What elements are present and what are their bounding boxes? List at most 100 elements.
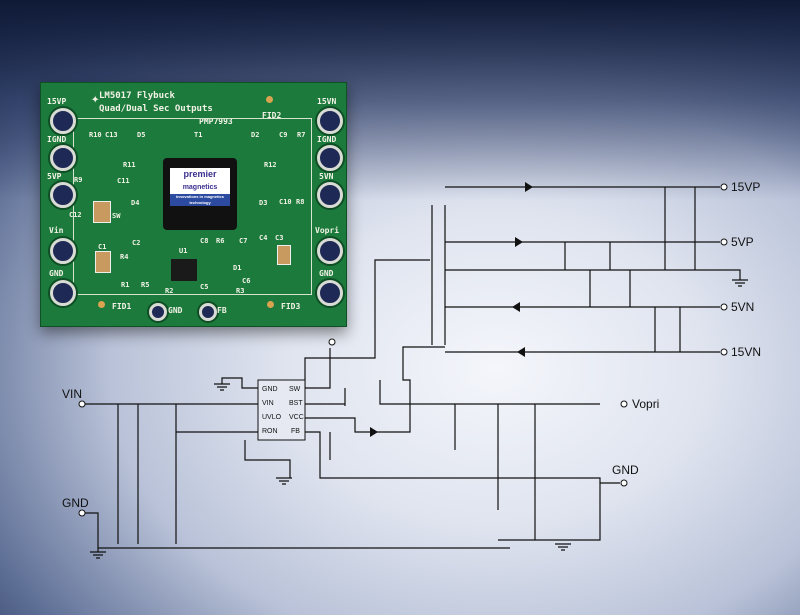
- cap-c1: [95, 251, 111, 273]
- refdes: C1: [98, 243, 107, 251]
- pin-label: SW: [289, 386, 301, 393]
- refdes: D3: [259, 199, 268, 207]
- output-label-15vn: 15VN: [731, 345, 761, 359]
- output-label-5vn: 5VN: [731, 300, 754, 314]
- refdes: SW: [112, 212, 121, 220]
- pad-label: 5VP: [47, 172, 62, 181]
- output-terminals: [78, 183, 728, 517]
- refdes: R11: [123, 161, 136, 169]
- refdes: C12: [69, 211, 82, 219]
- pad-15vn: [317, 108, 343, 134]
- fiducial: [266, 96, 273, 103]
- terminal-15vn: [720, 348, 728, 356]
- pad-label: 15VN: [317, 97, 337, 106]
- pad-label: Vin: [49, 226, 64, 235]
- terminal-vopri: [620, 400, 628, 408]
- refdes: R3: [236, 287, 245, 295]
- refdes: R8: [296, 198, 305, 206]
- terminal-sw: [328, 338, 336, 346]
- pad-label: FB: [217, 306, 227, 315]
- pad-fb: [199, 303, 217, 321]
- terminal-vin: [78, 400, 86, 408]
- refdes: R7: [297, 131, 306, 139]
- schematic-wires: [85, 186, 741, 552]
- pad-label: Vopri: [315, 226, 340, 235]
- refdes: R5: [141, 281, 150, 289]
- refdes: C2: [132, 239, 141, 247]
- refdes: D5: [137, 131, 146, 139]
- refdes: D2: [251, 131, 260, 139]
- logo-tagline: innovations in magnetics technology: [170, 194, 230, 206]
- refdes: C9: [279, 131, 288, 139]
- pad-vin: [50, 238, 76, 264]
- pad-label: 15VP: [47, 97, 67, 106]
- gnd-out-label: GND: [612, 463, 639, 477]
- refdes: C6: [242, 277, 251, 285]
- terminal-5vp: [720, 238, 728, 246]
- ti-logo-icon: ✦: [91, 91, 100, 107]
- refdes: R1: [121, 281, 130, 289]
- pad-label: IGND: [47, 135, 67, 144]
- refdes: R12: [264, 161, 277, 169]
- pcb-photo: LM5017 Flybuck Quad/Dual Sec Outputs PMP…: [40, 82, 347, 327]
- pin-label: VCC: [289, 414, 304, 421]
- pad-label: GND: [319, 269, 334, 278]
- refdes: C11: [117, 177, 130, 185]
- fid-label: FID2: [262, 111, 282, 120]
- refdes: T1: [194, 131, 203, 139]
- refdes: C8: [200, 237, 209, 245]
- terminal-5vn: [720, 303, 728, 311]
- pad-gnd: [317, 280, 343, 306]
- refdes: C4: [259, 234, 268, 242]
- pin-label: BST: [289, 400, 303, 407]
- vopri-label: Vopri: [632, 397, 659, 411]
- diode-icon: [370, 427, 378, 437]
- cap-c3: [277, 245, 291, 265]
- pad-vopri: [317, 238, 343, 264]
- refdes: C7: [239, 237, 248, 245]
- refdes: C13: [105, 131, 118, 139]
- pin-label: RON: [262, 428, 278, 435]
- pad-label: IGND: [317, 135, 337, 144]
- pin-label: GND: [262, 386, 278, 393]
- pad-label: 5VN: [319, 172, 334, 181]
- pad-15vp: [50, 108, 76, 134]
- logo-sub: magnetics: [182, 184, 218, 191]
- fiducial: [267, 301, 274, 308]
- cap-c12: [93, 201, 111, 223]
- pin-label: UVLO: [262, 414, 282, 421]
- pcb-title: LM5017 Flybuck: [99, 91, 175, 101]
- pad-5vn: [317, 182, 343, 208]
- vin-label: VIN: [62, 387, 82, 401]
- refdes: R2: [165, 287, 174, 295]
- terminal-15vp: [720, 183, 728, 191]
- logo-name: premier: [183, 169, 217, 179]
- refdes: C10: [279, 198, 292, 206]
- refdes: R6: [216, 237, 225, 245]
- refdes: D4: [131, 199, 140, 207]
- fiducial: [98, 301, 105, 308]
- pad-label: GND: [49, 269, 64, 278]
- transformer-t1: premier magnetics innovations in magneti…: [163, 158, 237, 230]
- gnd-in-label: GND: [62, 496, 89, 510]
- diode-icon: [525, 182, 533, 192]
- diode-icon: [515, 237, 523, 247]
- refdes: R10: [89, 131, 102, 139]
- pcb-subtitle: Quad/Dual Sec Outputs: [99, 104, 213, 114]
- board-outline: [73, 118, 312, 295]
- diode-icon: [517, 347, 525, 357]
- pad-ignd: [50, 145, 76, 171]
- refdes: C5: [200, 283, 209, 291]
- terminal-gnd-in: [78, 509, 86, 517]
- fid-label: FID3: [281, 302, 301, 311]
- pin-label: FB: [291, 428, 300, 435]
- pin-label: VIN: [262, 400, 274, 407]
- pad-gnd: [50, 280, 76, 306]
- diode-icon: [512, 302, 520, 312]
- terminal-gnd: [620, 479, 628, 487]
- refdes: D1: [233, 264, 242, 272]
- pad-gnd-bottom: [149, 303, 167, 321]
- refdes: C3: [275, 234, 284, 242]
- fid-label: FID1: [112, 302, 132, 311]
